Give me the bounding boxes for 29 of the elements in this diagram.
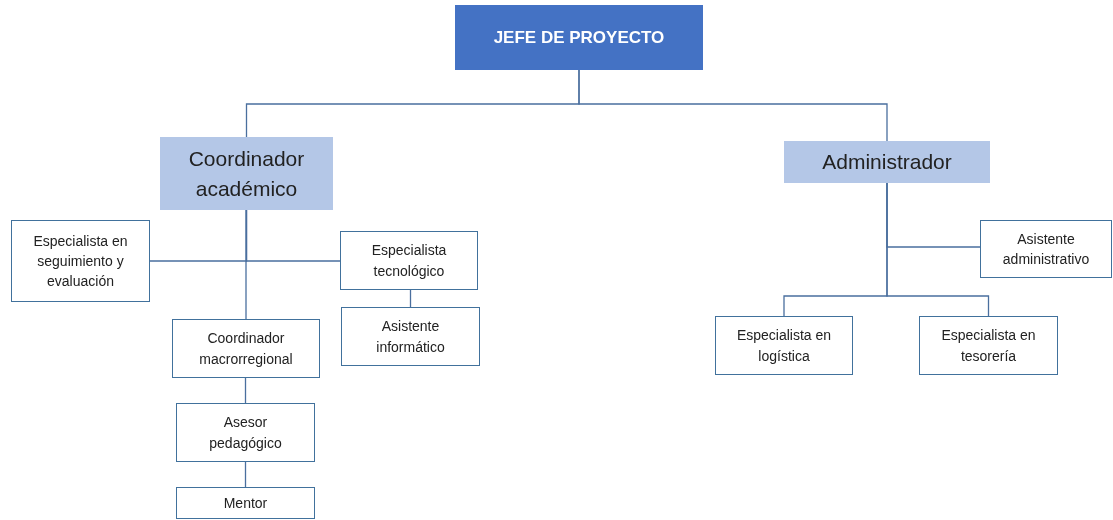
role-box [919, 316, 1058, 375]
role-label: Asistente informático [375, 317, 446, 357]
role-box [176, 487, 315, 519]
role-label: JEFE DE PROYECTO [493, 27, 665, 48]
role-label: Especialista en tesorería [940, 326, 1037, 366]
role-box [341, 307, 480, 366]
connector-line [578, 69, 888, 142]
role-box [176, 403, 315, 462]
role-box [715, 316, 853, 375]
title-box [455, 5, 703, 70]
connector-line [245, 209, 247, 320]
role-label: Coordinador macrorregional [198, 329, 294, 369]
role-box [340, 231, 478, 290]
role-label: Coordinador académico [187, 146, 306, 202]
connector-line [244, 461, 247, 488]
role-label: Mentor [223, 493, 268, 513]
role-box [11, 220, 150, 302]
role-box [980, 220, 1112, 278]
role-box [172, 319, 320, 378]
role-label: Asistente administrativo [1001, 229, 1091, 269]
role-label: Asesor pedagógico [208, 413, 283, 453]
role-label: Especialista en seguimiento y evaluación [32, 231, 129, 292]
role-label: Especialista tecnológico [370, 241, 448, 281]
role-box [160, 137, 333, 210]
connector-line [886, 182, 990, 317]
connector-line [244, 377, 247, 404]
role-label: Administrador [822, 149, 952, 176]
role-box [784, 141, 990, 183]
role-label: Especialista en logística [735, 326, 833, 366]
